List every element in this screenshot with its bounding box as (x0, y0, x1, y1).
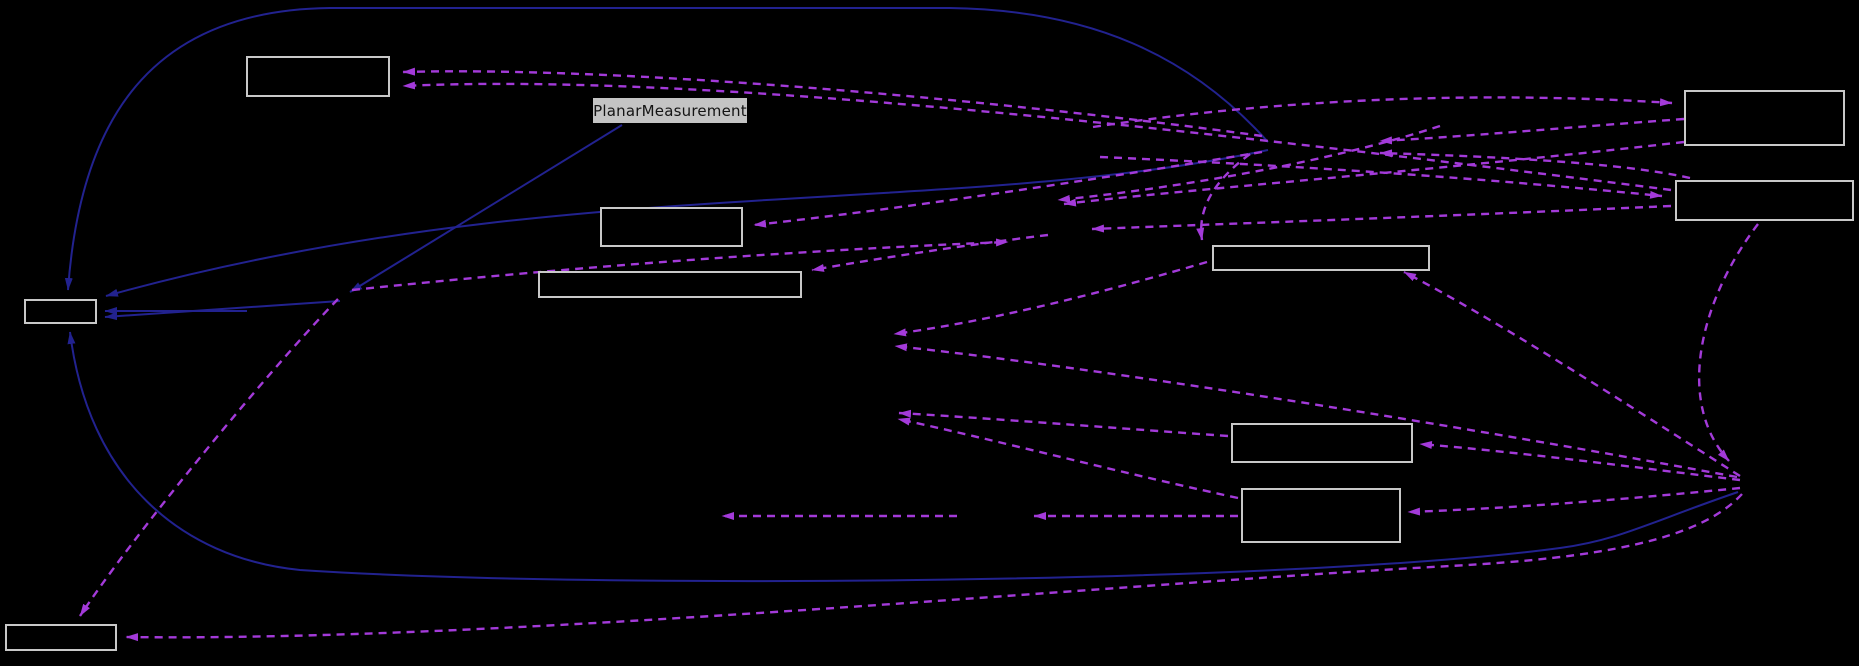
usage-edges (78, 67, 1759, 642)
class-node-lower-right-b[interactable] (1241, 488, 1401, 543)
class-node-left-hub[interactable] (24, 299, 97, 324)
class-node-center-right-wide[interactable] (1212, 245, 1430, 271)
class-node-mid-upper[interactable] (600, 207, 743, 247)
planar-measurement-node[interactable]: PlanarMeasurement (593, 98, 747, 123)
class-node-lower-right-a[interactable] (1231, 423, 1413, 463)
class-node-mid-wide[interactable] (538, 271, 802, 298)
class-node-top-left[interactable] (246, 56, 390, 97)
class-node-right-top[interactable] (1684, 90, 1845, 146)
class-node-right-second[interactable] (1675, 180, 1854, 221)
class-node-bottom-left[interactable] (5, 624, 117, 651)
